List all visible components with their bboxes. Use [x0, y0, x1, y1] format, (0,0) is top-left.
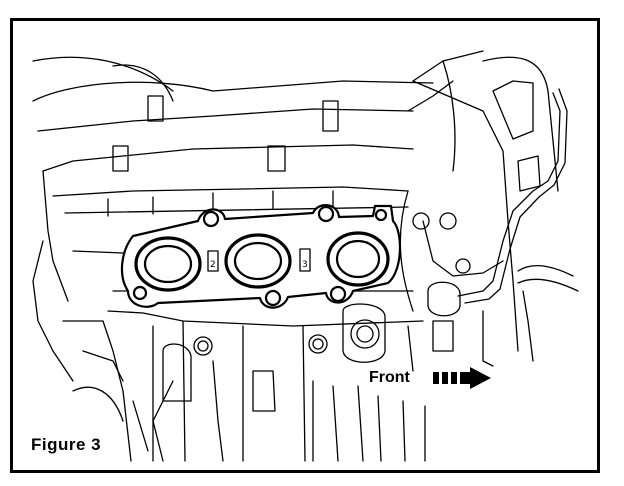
engine-gasket-illustration: 2 3: [32, 50, 579, 462]
engine-block-outline: [32, 50, 484, 462]
svg-text:3: 3: [302, 260, 308, 270]
intake-manifold-gasket: 2 3: [120, 204, 402, 309]
right-side-components: [399, 56, 579, 372]
svg-text:2: 2: [210, 260, 216, 270]
front-direction-arrow-icon: [433, 367, 491, 389]
front-direction-label: Front: [369, 369, 410, 386]
figure-caption: Figure 3: [31, 435, 102, 454]
figure-frame: 2 3 Front Figure 3: [10, 18, 600, 473]
